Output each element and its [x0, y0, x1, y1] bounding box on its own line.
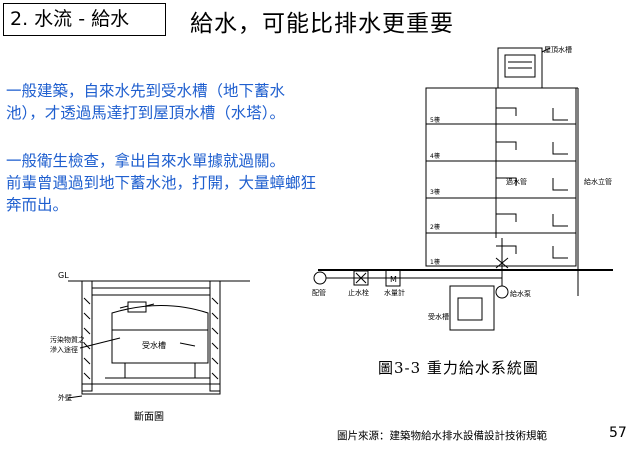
- bottom-slab: [81, 383, 221, 395]
- floor-label: 2樓: [430, 223, 440, 231]
- paragraph-inspection: 一般衛生檢查，拿出自來水單據就過關。 前輩曾遇過到地下蓄水池，打開，大量蟑螂狂 …: [6, 150, 396, 216]
- cross-section-diagram: GL 受水槽 污染物質之 滲入途徑 外壁 斷面圖: [50, 271, 250, 423]
- stop-valve-label: 止水栓: [348, 288, 369, 297]
- wall-label: 外壁: [58, 393, 72, 402]
- figure-caption: 圖3-3 重力給水系統圖: [378, 359, 539, 377]
- floor-label: 1樓: [430, 258, 440, 266]
- roof-tank-housing: [497, 47, 543, 89]
- paragraph-line: 一般衛生檢查，拿出自來水單據就過關。: [6, 152, 286, 170]
- image-source: 圖片來源：建築物給水排水設備設計技術規範: [337, 430, 547, 442]
- meter-symbol: M: [390, 275, 397, 284]
- paragraph-building-water: 一般建築，自來水先到受水槽（地下蓄水 池），才透過馬達打到屋頂水槽（水塔）。: [6, 80, 396, 124]
- meter-label: 水量計: [384, 288, 405, 297]
- city-main-label: 配管: [312, 288, 326, 297]
- right-wall: [209, 280, 221, 392]
- riser-label: 給水立管: [584, 177, 612, 186]
- page-title: 給水，可能比排水更重要: [190, 11, 454, 37]
- tank-outline: [111, 305, 209, 364]
- pump-symbol: [495, 285, 509, 299]
- section-tag: 2. 水流 - 給水: [3, 3, 166, 36]
- gl-label: GL: [58, 271, 69, 280]
- paragraph-line: 前輩曾遇過到地下蓄水池，打開，大量蟑螂狂: [6, 174, 317, 192]
- paragraph-line: 奔而出。: [6, 196, 69, 214]
- page-number: 57: [609, 425, 627, 441]
- contamination-note-line: 滲入途徑: [50, 345, 78, 354]
- floor-label: 3樓: [430, 188, 440, 196]
- paragraph-line: 一般建築，自來水先到受水槽（地下蓄水: [6, 82, 286, 100]
- receiving-tank: [449, 285, 495, 331]
- contamination-note-line: 污染物質之: [50, 335, 85, 344]
- gravity-supply-diagram: 屋頂水槽 5樓 4樓 3樓 2樓 1樓 過水管 給水立管 配管 止水栓 M 水量…: [312, 45, 613, 331]
- tank-label: 受水槽: [142, 340, 166, 350]
- roof-tank: [504, 54, 536, 78]
- section-caption: 斷面圖: [134, 410, 164, 423]
- floor-label: 4樓: [430, 152, 440, 160]
- paragraph-line: 池），才透過馬達打到屋頂水槽（水塔）。: [6, 104, 286, 122]
- receiving-tank-label: 受水槽: [428, 312, 449, 321]
- distribution-pipe-label: 過水管: [506, 177, 527, 186]
- left-wall: [81, 280, 93, 392]
- pump-label: 給水泵: [510, 289, 531, 298]
- floor-label: 5樓: [430, 116, 440, 124]
- roof-tank-label: 屋頂水槽: [544, 45, 572, 54]
